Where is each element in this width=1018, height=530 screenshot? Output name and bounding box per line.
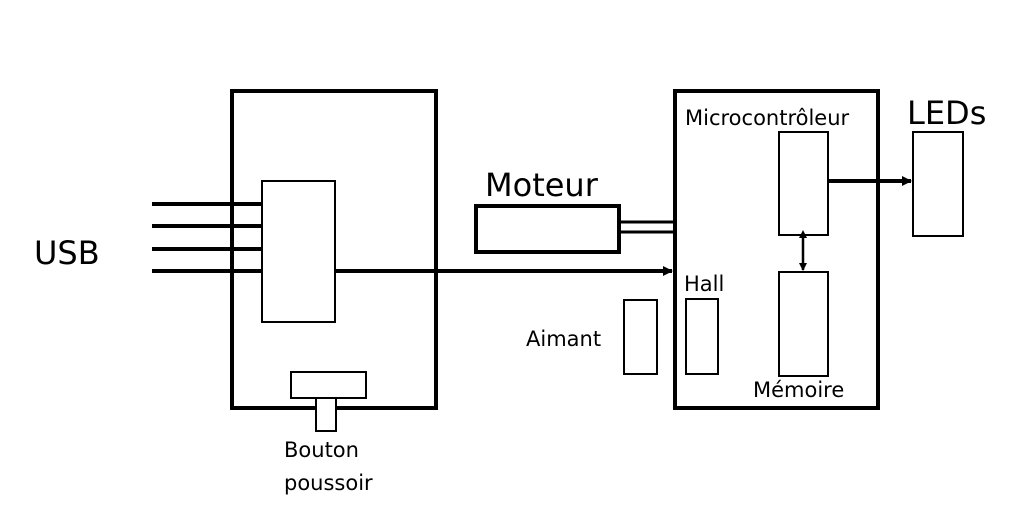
leds-box [912,131,964,237]
motor-shaft [619,220,675,234]
motor-box [474,204,621,254]
magnet-label: Aimant [526,327,601,351]
push-button-stem [315,397,337,432]
hall-sensor-box [685,298,719,375]
push-button-label-line1: Bouton [284,438,359,462]
right-board-box [673,89,880,410]
usb-label: USB [34,234,100,272]
motor-label: Moteur [485,166,599,204]
usb-chip-box [261,180,336,323]
memory-label: Mémoire [753,378,844,402]
usb-lines [152,202,262,273]
magnet-box [623,299,658,375]
microcontroller-label: Microcontrôleur [685,106,850,130]
memory-box [778,271,829,377]
microcontroller-box [778,131,829,236]
hall-label: Hall [684,272,724,296]
push-button-label-line2: poussoir [284,471,373,495]
leds-label: LEDs [907,94,986,132]
push-button-body [290,371,367,399]
